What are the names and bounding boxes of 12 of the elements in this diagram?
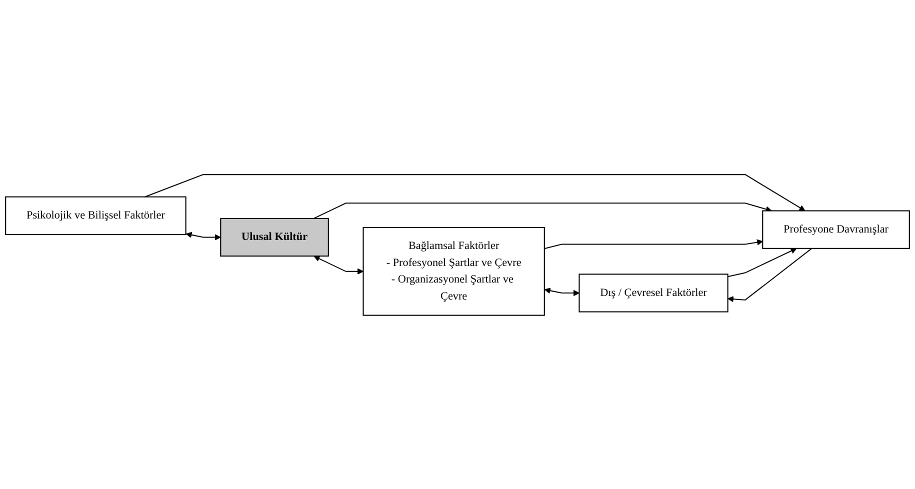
node-box: Dış / Çevresel Faktörler bbox=[578, 273, 728, 312]
node-box: Psikolojik ve Bilişsel Faktörler bbox=[5, 196, 186, 235]
arrow bbox=[314, 202, 772, 218]
arrow bbox=[728, 248, 797, 277]
arrow bbox=[544, 238, 763, 249]
node-box: Ulusal Kültür bbox=[220, 218, 329, 256]
node-box: Profesyone Davranışlar bbox=[762, 210, 910, 248]
arrow bbox=[544, 287, 580, 296]
arrow bbox=[186, 231, 221, 240]
node-box: Bağlamsal Faktörler - Profesyonel Şartlar ve Çevre - Organizasyonel Şartlar ve Çevre bbox=[362, 226, 545, 316]
arrow bbox=[314, 255, 364, 274]
arrow bbox=[728, 248, 812, 302]
